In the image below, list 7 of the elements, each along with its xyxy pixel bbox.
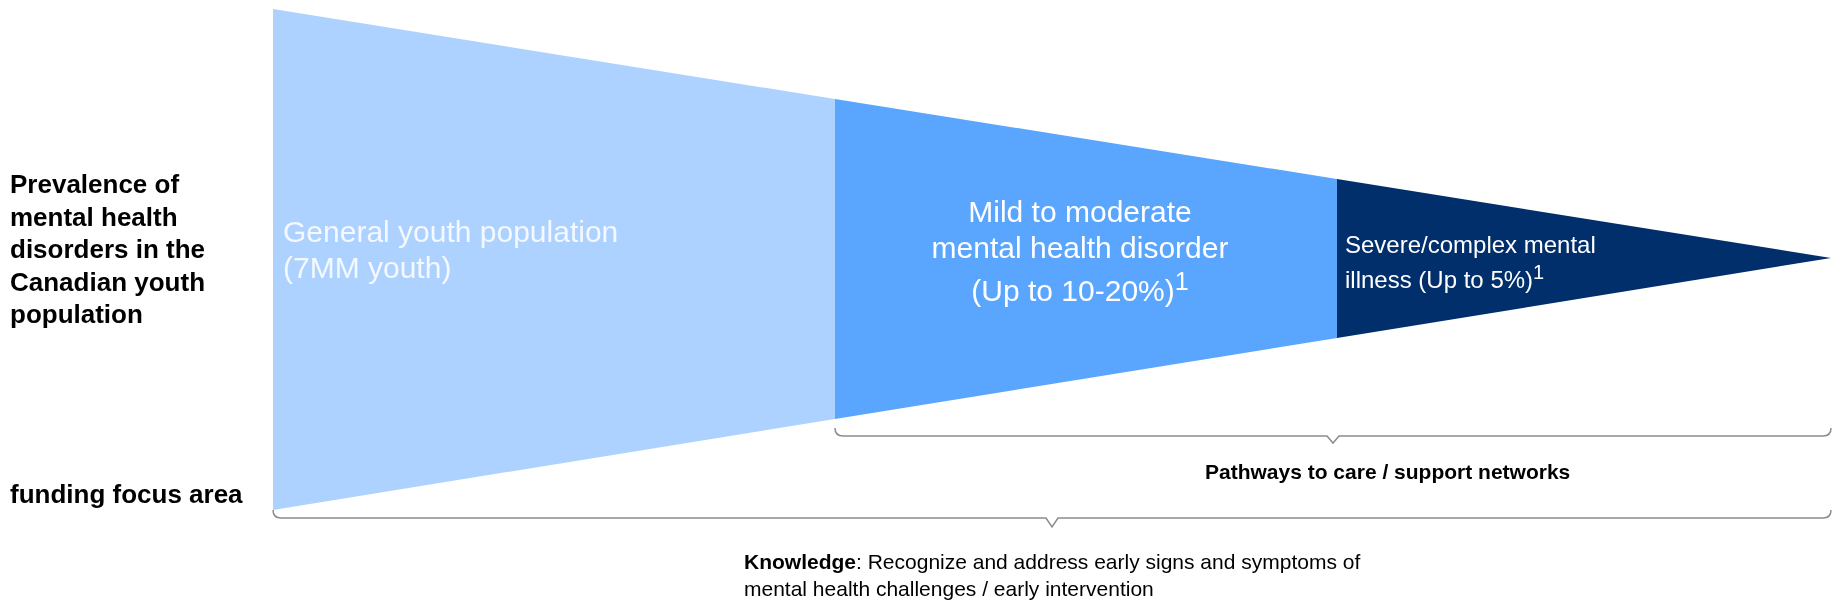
segment-label: Mild to moderate mental health disorder (Up to 10-20%)$^{1}$ [930, 194, 1230, 309]
segment-label: Severe/complex mental illness (Up to 5%)$^{1}$ [1345, 231, 1597, 295]
segment-label: General youth population (7MM youth) [283, 214, 620, 286]
bracket-label: Knowledge: Recognize and address early signs and symptoms of mental health challenges / early intervention [744, 549, 1362, 603]
row-header: Prevalence of mental health disorders in the Canadian youth population [10, 168, 207, 331]
bracket-label: Pathways to care / support networks [1205, 459, 1572, 485]
row-header: funding focus area [10, 478, 244, 511]
